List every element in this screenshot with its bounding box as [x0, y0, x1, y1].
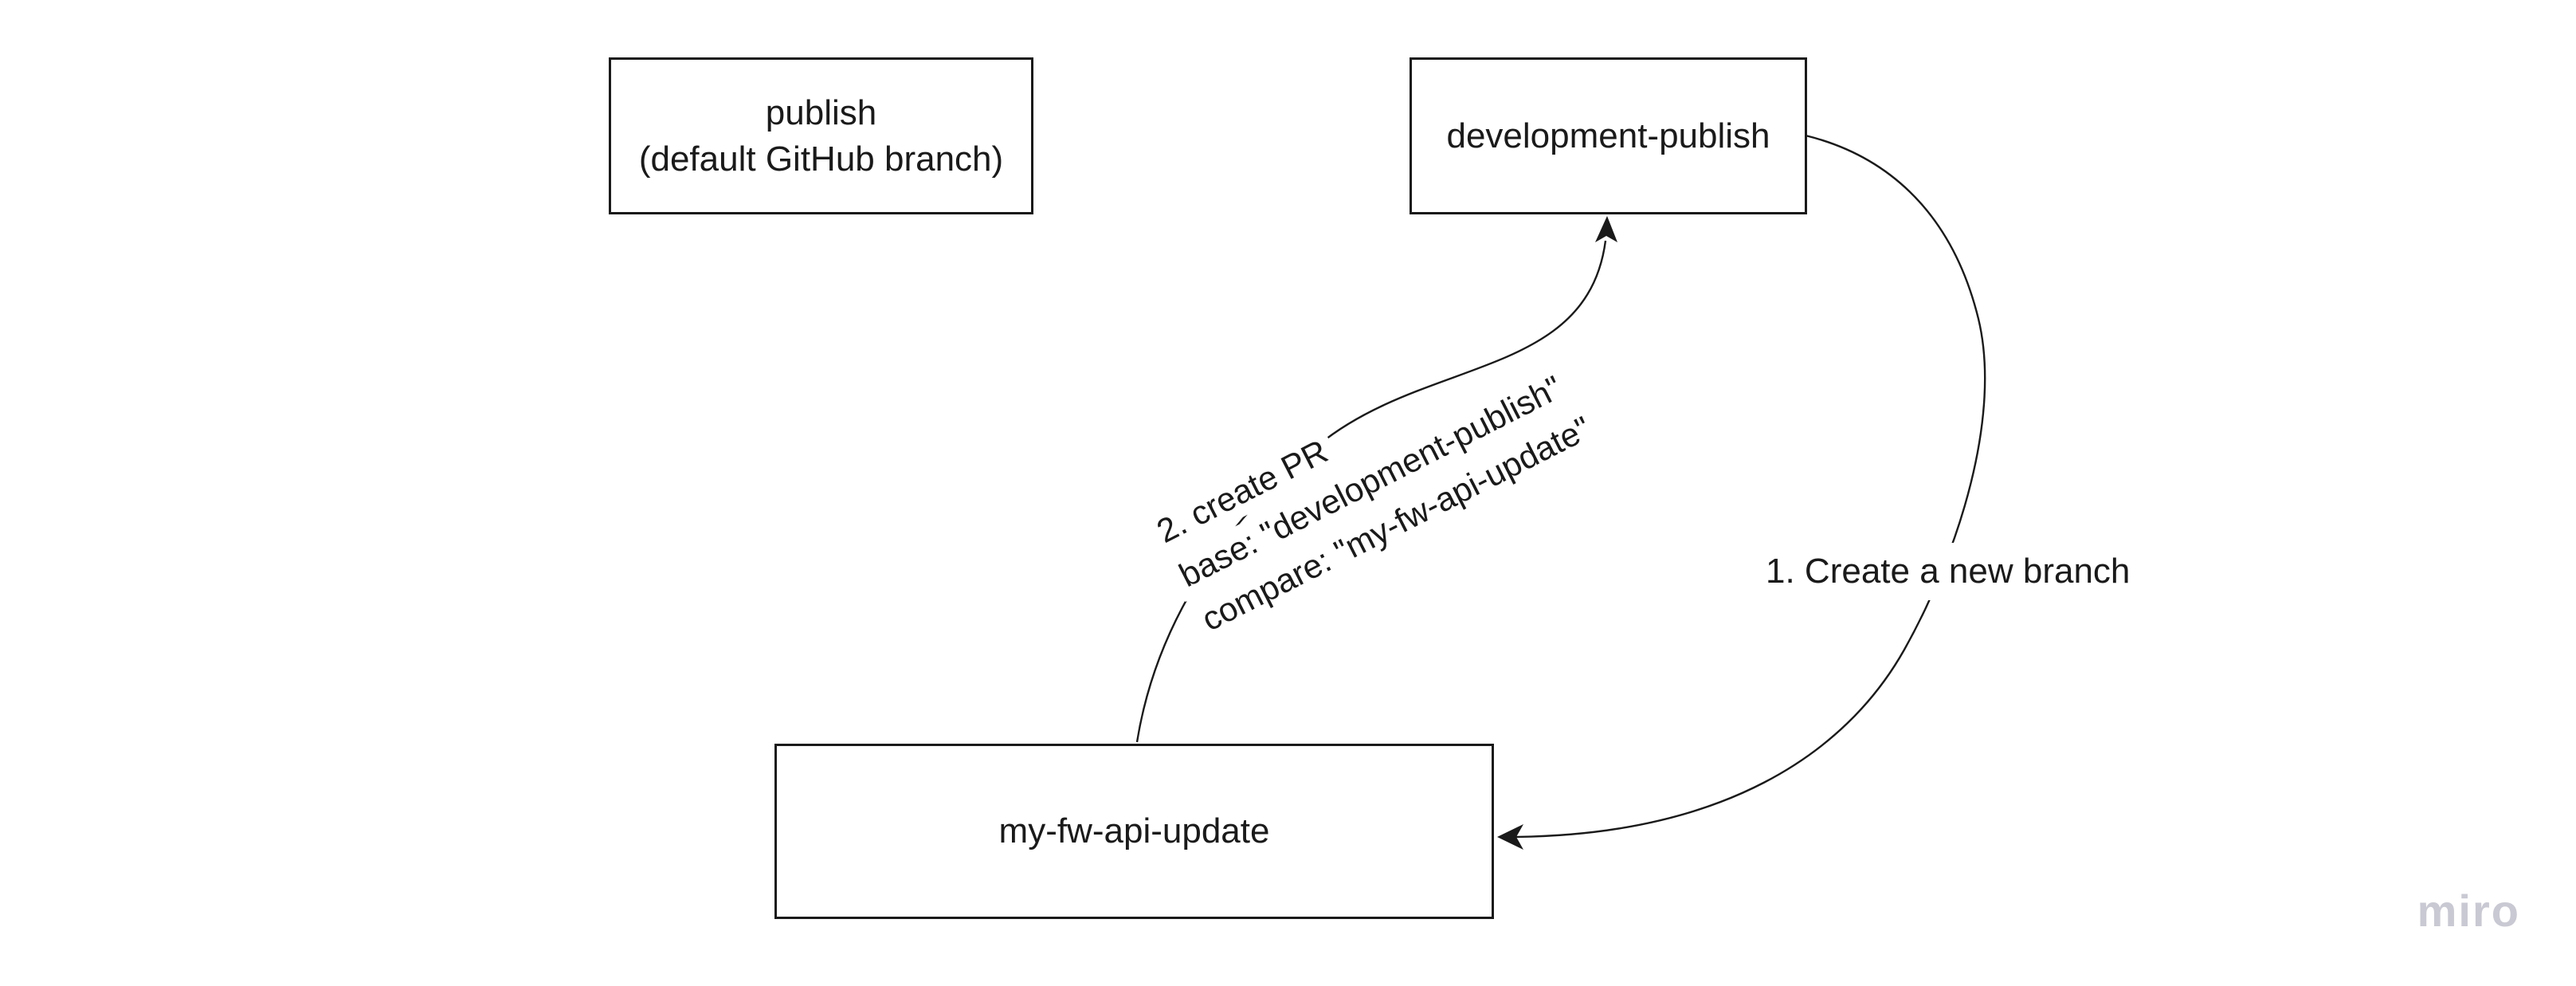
arrowhead-up-icon	[1595, 216, 1617, 242]
shape-my-fw-api-update-label: my-fw-api-update	[998, 811, 1270, 850]
shape-development-publish-label: development-publish	[1446, 116, 1770, 155]
connector-create-pr-label[interactable]: 2. create PR base: "development-publish"…	[1143, 315, 1608, 650]
connector-create-branch-line[interactable]	[1511, 134, 1986, 839]
connector-create-branch-label[interactable]: 1. Create a new branch	[1747, 543, 2150, 600]
miro-watermark-logo: miro	[2417, 886, 2520, 936]
shape-publish-label-line1: publish	[765, 92, 877, 132]
shape-development-publish-branch[interactable]: development-publish	[1410, 57, 1807, 214]
shape-publish-label: publish (default GitHub branch)	[639, 90, 1003, 183]
shape-my-fw-api-update-branch[interactable]: my-fw-api-update	[774, 744, 1494, 919]
shape-publish-label-line2: (default GitHub branch)	[638, 139, 1004, 179]
shape-publish-branch[interactable]: publish (default GitHub branch)	[609, 57, 1033, 214]
connector-create-branch[interactable]	[1497, 134, 1986, 850]
